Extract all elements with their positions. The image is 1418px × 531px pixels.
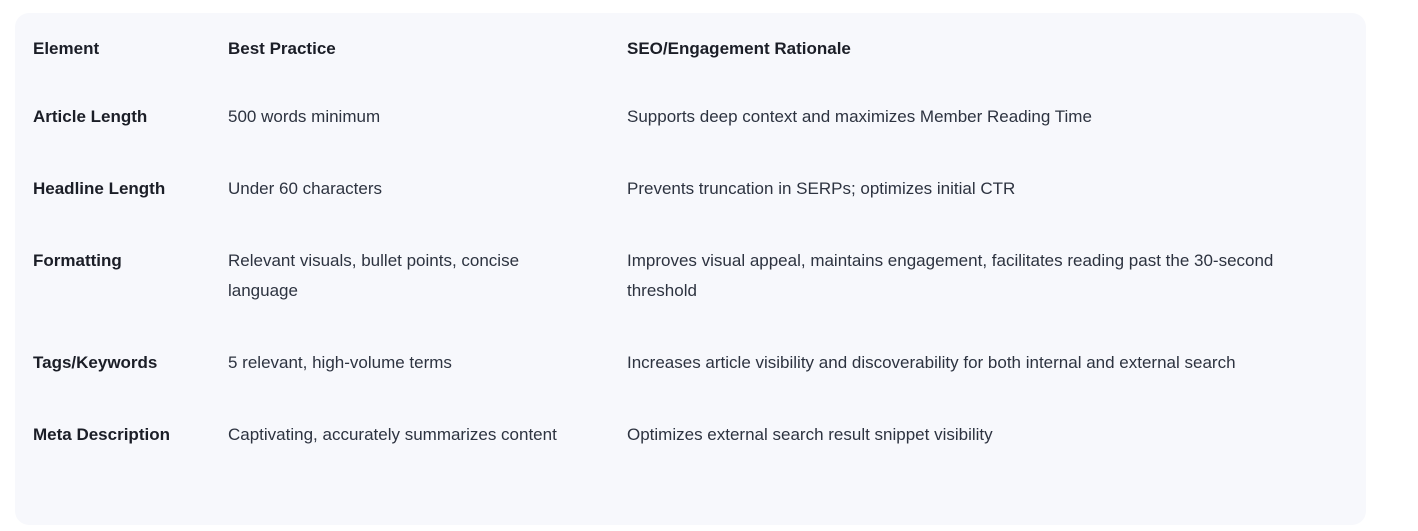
table-header: Element Best Practice SEO/Engagement Rat… xyxy=(15,13,1366,81)
table-row: Headline Length Under 60 characters Prev… xyxy=(15,153,1366,225)
table-row: Tags/Keywords 5 relevant, high-volume te… xyxy=(15,327,1366,399)
cell-practice: Captivating, accurately summarizes conte… xyxy=(228,425,557,444)
table-header-row: Element Best Practice SEO/Engagement Rat… xyxy=(15,13,1366,81)
best-practices-table: Element Best Practice SEO/Engagement Rat… xyxy=(15,13,1366,471)
cell-practice: 5 relevant, high-volume terms xyxy=(228,353,452,372)
table-body: Article Length 500 words minimum Support… xyxy=(15,81,1366,471)
cell-element: Meta Description xyxy=(33,425,170,444)
cell-element: Tags/Keywords xyxy=(33,353,158,372)
column-header-rationale: SEO/Engagement Rationale xyxy=(627,39,851,58)
cell-element: Headline Length xyxy=(33,179,166,198)
column-header-element: Element xyxy=(33,39,100,58)
table-row: Article Length 500 words minimum Support… xyxy=(15,81,1366,153)
cell-rationale: Supports deep context and maximizes Memb… xyxy=(627,107,1092,126)
best-practices-table-card: Element Best Practice SEO/Engagement Rat… xyxy=(15,13,1366,525)
column-header-practice: Best Practice xyxy=(228,39,336,58)
cell-rationale: Optimizes external search result snippet… xyxy=(627,425,993,444)
cell-rationale: Improves visual appeal, maintains engage… xyxy=(627,251,1274,300)
table-row: Meta Description Captivating, accurately… xyxy=(15,399,1366,471)
cell-rationale: Increases article visibility and discove… xyxy=(627,353,1236,372)
table-row: Formatting Relevant visuals, bullet poin… xyxy=(15,225,1366,327)
cell-rationale: Prevents truncation in SERPs; optimizes … xyxy=(627,179,1016,198)
cell-practice: 500 words minimum xyxy=(228,107,381,126)
cell-element: Article Length xyxy=(33,107,148,126)
cell-element: Formatting xyxy=(33,251,122,270)
cell-practice: Under 60 characters xyxy=(228,179,383,198)
cell-practice: Relevant visuals, bullet points, concise… xyxy=(228,251,520,300)
